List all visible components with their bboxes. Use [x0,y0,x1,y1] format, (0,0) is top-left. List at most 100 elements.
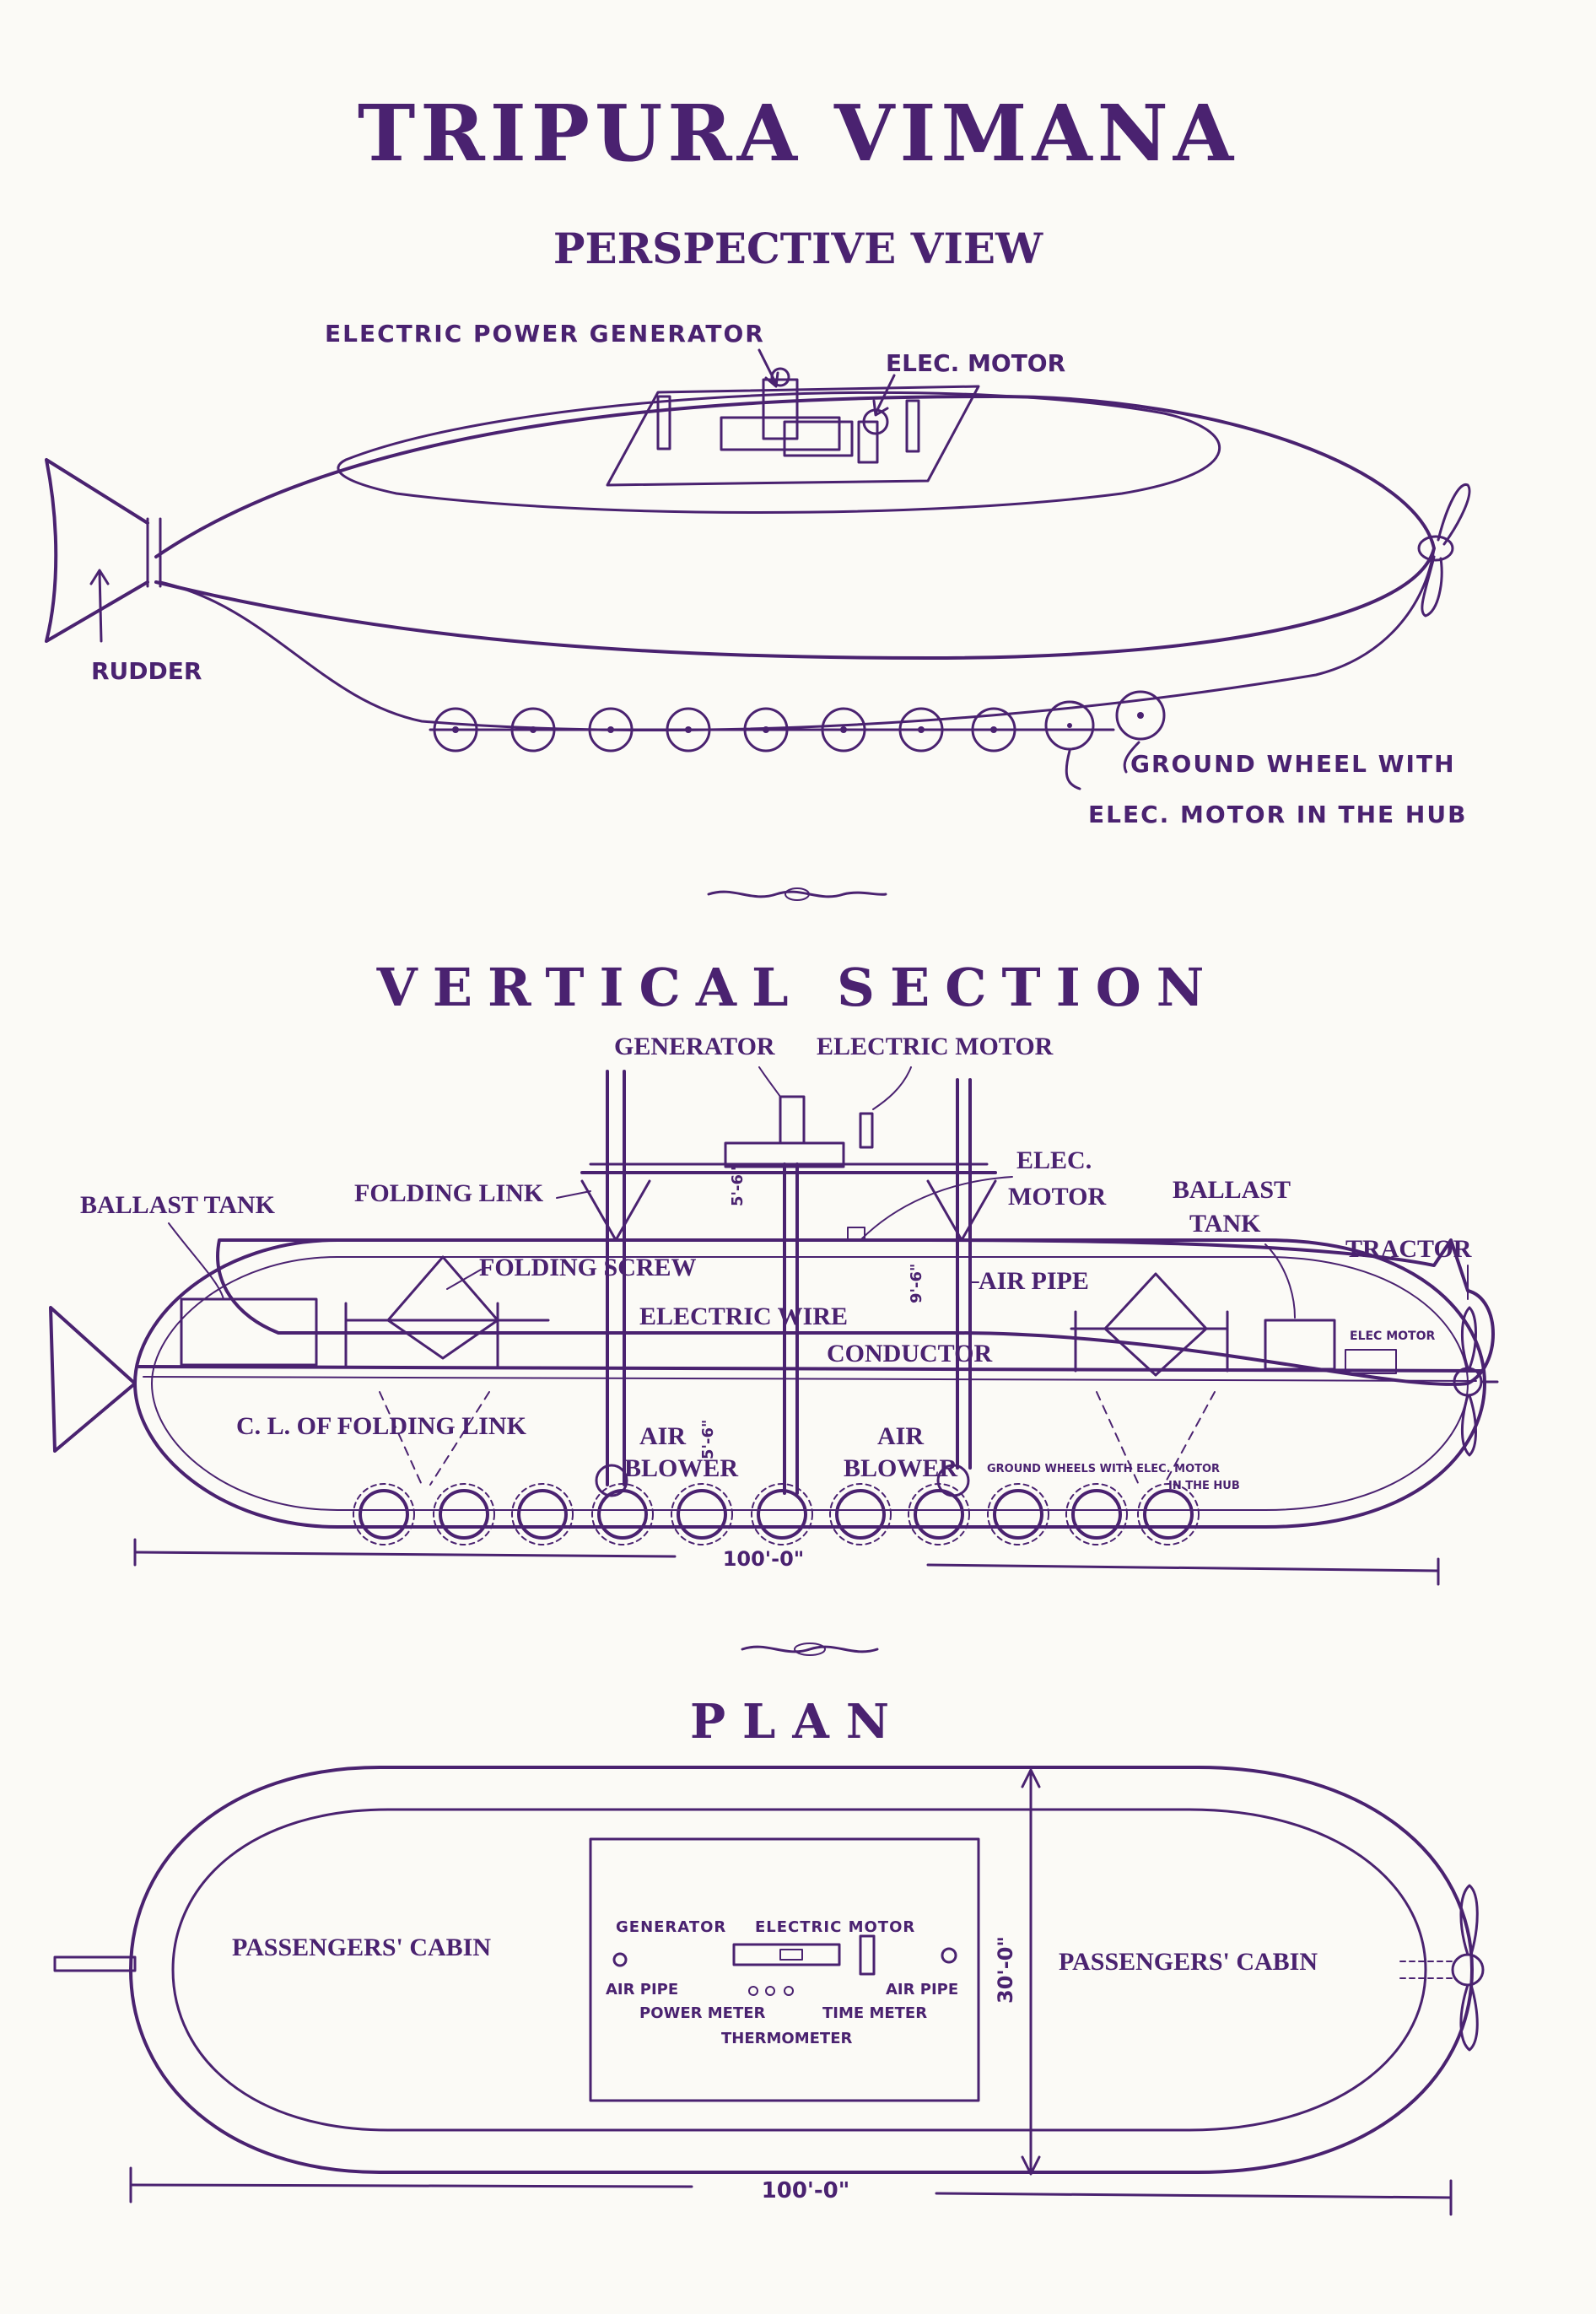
perspective-hull [154,395,1436,660]
small-elec-motor [1345,1349,1397,1374]
ballast-left-arrow [168,1222,224,1300]
plan-generator-core [779,1949,803,1961]
rudder-fin [45,458,149,643]
ground-wheel [743,707,789,752]
plan-propeller [1399,1884,1485,2052]
ground-wheel [433,707,478,752]
plan-electric-motor [859,1934,876,1976]
section-wheel [987,1483,1049,1545]
time-meter-dial [784,1986,794,1996]
power-meter-label: POWER METER [639,2004,766,2022]
ballast-tank-right-label-1: BALLAST [1173,1176,1291,1204]
air-pipe-label: AIR PIPE [979,1267,1089,1295]
thermometer-dial [765,1986,775,1996]
ballast-right-arrow [1264,1243,1296,1319]
elec-motor-arrow [872,374,896,417]
elec-label: ELEC. [1016,1146,1092,1174]
section-wheel [751,1483,813,1545]
vertical-section-heading: VERTICAL SECTION [376,957,1220,1018]
section-wheel [591,1483,654,1545]
plan-electric-motor-label: ELECTRIC MOTOR [755,1918,915,1936]
ground-wheels-label-1: GROUND WHEELS WITH ELEC. MOTOR [987,1463,1220,1475]
cl-line-2 [429,1391,490,1486]
plan-length-dimension [129,2166,1453,2216]
deck-elec-motor [847,1227,865,1242]
elec-motor-label: ELEC. MOTOR [886,349,1065,377]
power-generator-label: ELECTRIC POWER GENERATOR [325,320,765,348]
ground-wheel [1115,690,1166,741]
section-floor-2 [143,1376,1477,1382]
section-hull-outer [133,1238,1486,1529]
plan-air-pipe-left-label: AIR PIPE [606,1981,678,1998]
generator-label: GENERATOR [614,1033,775,1060]
section-wheel [908,1483,970,1545]
air-blower-right-1: AIR [877,1422,924,1450]
cl-folding-link-label: C. L. OF FOLDING LINK [236,1412,527,1440]
control-room [589,1837,980,2102]
generator-unit [779,1095,806,1145]
thermometer-label: THERMOMETER [721,2030,852,2047]
ballast-tank-left [180,1297,318,1367]
ballast-tank-right [1264,1319,1336,1371]
section-wheel [1137,1483,1200,1545]
motor-label: MOTOR [1008,1183,1106,1211]
wheel-arrow-1 [1065,749,1081,790]
section-wheel [829,1483,892,1545]
dim-c: 5'-6" [699,1420,717,1459]
section-length-label: 100'-0" [723,1547,805,1571]
ballast-tank-right-label-2: TANK [1189,1210,1261,1238]
section-wheel [511,1483,574,1545]
plan-air-pipe-right [941,1947,957,1964]
electric-wire-label: ELECTRIC WIRE [639,1303,848,1330]
generator-arrow-vs [758,1066,781,1098]
ground-wheel-label-2: ELEC. MOTOR IN THE HUB [1088,801,1467,828]
plan-generator-label: GENERATOR [616,1918,726,1936]
ground-wheel [588,707,634,752]
perspective-deck [337,391,1221,514]
air-blower-left [595,1464,628,1497]
plan-view: GENERATOR ELECTRIC MOTOR AIR PIPE AIR PI… [53,1766,1485,2216]
cabin-left-label: PASSENGERS' CABIN [232,1934,491,1961]
section-wheel [1065,1483,1128,1545]
tractor-propeller [1453,1306,1499,1457]
tractor-label: TRACTOR [1345,1235,1472,1263]
folding-screw-arrow [446,1269,482,1290]
power-meter-dial [748,1986,758,1996]
generator-arrow [758,348,779,388]
generator-platform [606,385,980,487]
folding-link-left [344,1255,550,1368]
cl-line-4 [1163,1391,1216,1486]
perspective-view: RUDDER ELECTRIC POWER GENERATOR ELEC. MO… [45,320,1471,828]
small-elec-motor-label: ELEC MOTOR [1350,1330,1435,1343]
dim-b: 9'-6" [908,1264,925,1303]
air-blower-left-1: AIR [639,1422,686,1450]
folding-link-label: FOLDING LINK [354,1179,544,1207]
plan-air-pipe-right-label: AIR PIPE [886,1981,958,1998]
ground-wheel [971,707,1016,752]
time-meter-label: TIME METER [822,2004,927,2022]
elec-motor-arrow-vs [860,1176,1013,1241]
plan-heading: PLAN [690,1694,906,1750]
section-length-dimension [133,1538,1440,1586]
electric-motor-label: ELECTRIC MOTOR [817,1033,1054,1060]
platform-equipment [656,367,920,464]
section-wheel [671,1483,733,1545]
air-blower-right-2: BLOWER [844,1454,957,1482]
vertical-section: TRACTOR BALLAST TANK BALLAST TANK ELEC M… [49,1033,1499,1586]
main-title: TRIPURA VIMANA [358,88,1238,179]
ornament-2 [741,1642,879,1656]
plan-air-pipe-left [612,1952,628,1967]
section-tail-fin [49,1306,137,1453]
wheel-arrow-2 [1123,741,1140,774]
plan-tail-rod [53,1955,137,1972]
section-wheel [433,1483,495,1545]
ground-wheel [510,707,556,752]
rudder-label: RUDDER [91,657,202,685]
perspective-belly [159,547,1436,732]
perspective-heading: PERSPECTIVE VIEW [553,224,1043,273]
folding-link-right [1070,1272,1229,1377]
section-hull-inner [151,1256,1469,1511]
electric-motor-unit [859,1112,874,1149]
section-floor [137,1365,1482,1373]
